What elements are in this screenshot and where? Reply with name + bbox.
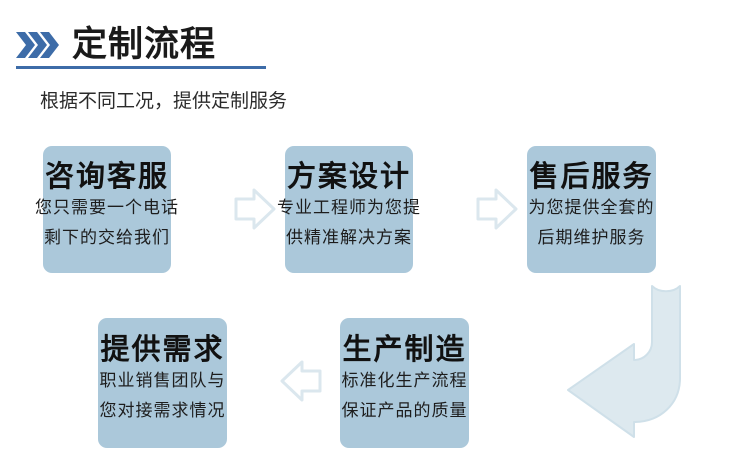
title-row: 定制流程 (16, 14, 216, 66)
arrow-bend-down-left-icon (556, 282, 706, 446)
flow-step-title: 提供需求 (100, 332, 225, 366)
arrow-right-icon (474, 186, 520, 236)
flow-step-card-1[interactable]: 咨询客服 您只需要一个电话 剩下的交给我们 (35, 146, 178, 273)
page-subtitle: 根据不同工况，提供定制服务 (40, 90, 288, 112)
flow-step-line-2: 后期维护服务 (537, 228, 646, 248)
arrow-right-icon (232, 186, 278, 236)
flow-step-title: 售后服务 (529, 159, 654, 193)
flow-step-card-5[interactable]: 生产制造 标准化生产流程 保证产品的质量 (340, 318, 469, 448)
flow-step-line-2: 您对接需求情况 (99, 401, 226, 421)
page-header: 定制流程 根据不同工况，提供定制服务 (0, 0, 750, 130)
flow-step-line-2: 剩下的交给我们 (44, 228, 170, 248)
flow-step-title: 方案设计 (286, 159, 411, 193)
arrow-left-icon (278, 358, 324, 408)
flow-step-line-1: 职业销售团队与 (99, 371, 226, 391)
flow-step-card-3[interactable]: 售后服务 为您提供全套的 后期维护服务 (527, 146, 656, 273)
flow-step-line-1: 为您提供全套的 (528, 198, 655, 218)
flow-step-line-2: 供精准解决方案 (286, 228, 412, 248)
flow-step-line-1: 专业工程师为您提 (277, 198, 421, 218)
flow-step-card-2[interactable]: 方案设计 专业工程师为您提 供精准解决方案 (277, 146, 420, 273)
flow-step-title: 生产制造 (342, 332, 467, 366)
flow-step-line-2: 保证产品的质量 (341, 401, 468, 421)
flow-step-title: 咨询客服 (44, 159, 169, 193)
title-underline (16, 66, 266, 69)
page-title: 定制流程 (72, 25, 217, 65)
flow-step-line-1: 标准化生产流程 (341, 371, 468, 391)
triple-chevron-right-icon (16, 32, 60, 62)
flow-step-card-4[interactable]: 提供需求 职业销售团队与 您对接需求情况 (98, 318, 227, 448)
flow-step-line-1: 您只需要一个电话 (35, 198, 179, 218)
